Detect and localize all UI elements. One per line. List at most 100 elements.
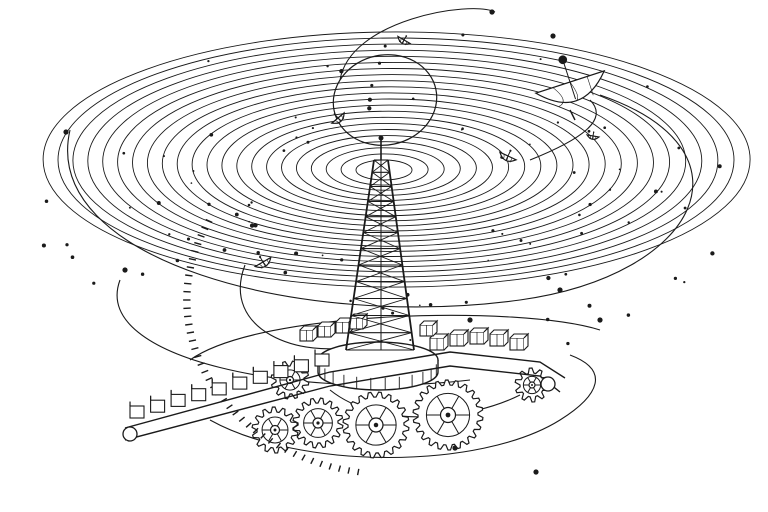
gear-spoke bbox=[527, 377, 531, 383]
scatter-dot bbox=[566, 341, 570, 346]
box-front bbox=[129, 405, 145, 419]
scatter-dot bbox=[383, 44, 387, 48]
box-side bbox=[503, 328, 509, 347]
tower-brace bbox=[373, 159, 390, 173]
rack-tooth bbox=[328, 463, 332, 470]
scatter-dot bbox=[409, 338, 412, 342]
scatter-dot bbox=[367, 106, 372, 111]
scatter-dot bbox=[253, 223, 258, 228]
scatter-dot bbox=[162, 155, 165, 158]
gear-spoke bbox=[451, 421, 460, 434]
scatter-dot bbox=[250, 201, 253, 204]
gear-spoke bbox=[533, 377, 537, 383]
tower-brace bbox=[353, 281, 405, 299]
orbit-node bbox=[122, 267, 128, 273]
tower-brace bbox=[365, 201, 394, 218]
gear-spoke bbox=[320, 410, 326, 419]
scatter-dot bbox=[491, 229, 495, 233]
scatter-dot bbox=[175, 258, 180, 263]
scatter-dot bbox=[572, 171, 576, 174]
scatter-dot bbox=[207, 202, 211, 206]
gear-spoke bbox=[276, 433, 282, 442]
cargo-box bbox=[273, 361, 289, 379]
signal-ring bbox=[295, 135, 477, 201]
dish-feed bbox=[401, 36, 407, 44]
tower-brace bbox=[350, 315, 412, 334]
scatter-dot bbox=[248, 220, 251, 223]
scatter-dot bbox=[411, 97, 415, 101]
scatter-dot bbox=[501, 232, 504, 235]
scatter-dot bbox=[564, 272, 568, 276]
cargo-box bbox=[489, 328, 510, 347]
scatter-dot bbox=[587, 129, 591, 133]
scatter-dot bbox=[710, 251, 715, 256]
scatter-dot bbox=[128, 206, 131, 209]
dish-rib bbox=[595, 136, 597, 140]
dish-rib bbox=[569, 81, 578, 102]
conveyor-roller-left bbox=[122, 426, 138, 442]
rack-tooth bbox=[188, 257, 197, 261]
cargo-box bbox=[299, 324, 319, 342]
dish-receiver bbox=[405, 35, 408, 37]
tower-brace bbox=[367, 201, 397, 218]
small-dish-left bbox=[253, 255, 272, 269]
tower-brace bbox=[348, 315, 410, 334]
scatter-dot bbox=[294, 251, 299, 256]
scatter-dot bbox=[683, 280, 686, 284]
signal-ring bbox=[266, 122, 510, 212]
scatter-dot bbox=[65, 243, 69, 247]
tower-platform bbox=[317, 341, 439, 391]
signal-ring bbox=[87, 49, 703, 273]
tower-brace bbox=[365, 216, 399, 233]
box-side bbox=[432, 319, 438, 337]
gear-spoke bbox=[268, 418, 274, 427]
cargo-box bbox=[469, 326, 490, 345]
scatter-dot bbox=[556, 121, 560, 124]
scatter-dot bbox=[156, 201, 161, 205]
scatter-dot bbox=[306, 140, 310, 144]
rack-tooth bbox=[337, 465, 342, 472]
rack-tooth bbox=[267, 437, 274, 444]
scatter-dot bbox=[464, 300, 468, 304]
scatter-dot bbox=[168, 233, 171, 236]
tower-brace bbox=[363, 232, 401, 250]
signal-ring bbox=[221, 104, 558, 227]
rack-tooth bbox=[275, 442, 282, 449]
box-front bbox=[150, 399, 166, 413]
box-side bbox=[330, 320, 336, 338]
scatter-dot bbox=[461, 127, 464, 130]
gear-spoke bbox=[436, 396, 445, 409]
rack-tooth bbox=[205, 218, 213, 224]
scatter-dot bbox=[608, 188, 612, 191]
dish-receiver bbox=[558, 55, 568, 65]
dish-rib bbox=[552, 87, 564, 107]
scatter-dot bbox=[256, 250, 260, 255]
orbit-loop bbox=[332, 54, 438, 146]
gear-axle bbox=[316, 421, 320, 425]
rack-tooth bbox=[284, 446, 289, 453]
scatter-dot bbox=[41, 243, 46, 248]
rack-tooth bbox=[347, 467, 351, 474]
orbit-node bbox=[63, 129, 69, 135]
cargo-box bbox=[232, 372, 248, 390]
rack-tooth bbox=[301, 454, 306, 461]
dish-feed bbox=[334, 114, 341, 122]
tower-brace bbox=[353, 298, 410, 316]
gear-spoke bbox=[527, 387, 531, 393]
dish-rib bbox=[404, 41, 408, 46]
signal-ring bbox=[236, 110, 542, 222]
rack-tooth bbox=[185, 323, 193, 326]
orbit-paths bbox=[67, 8, 694, 459]
orbit-path bbox=[189, 314, 601, 361]
gear-small-left bbox=[251, 406, 299, 454]
gear-spoke bbox=[320, 427, 326, 436]
dish-receiver bbox=[592, 131, 595, 133]
scatter-dot bbox=[207, 59, 210, 63]
scatter-dot bbox=[192, 169, 195, 173]
tower-brace bbox=[367, 186, 392, 202]
small-dish-top bbox=[397, 35, 412, 46]
dish-rib bbox=[266, 259, 270, 265]
box-conveyor bbox=[122, 312, 566, 442]
tower-brace bbox=[360, 248, 403, 266]
